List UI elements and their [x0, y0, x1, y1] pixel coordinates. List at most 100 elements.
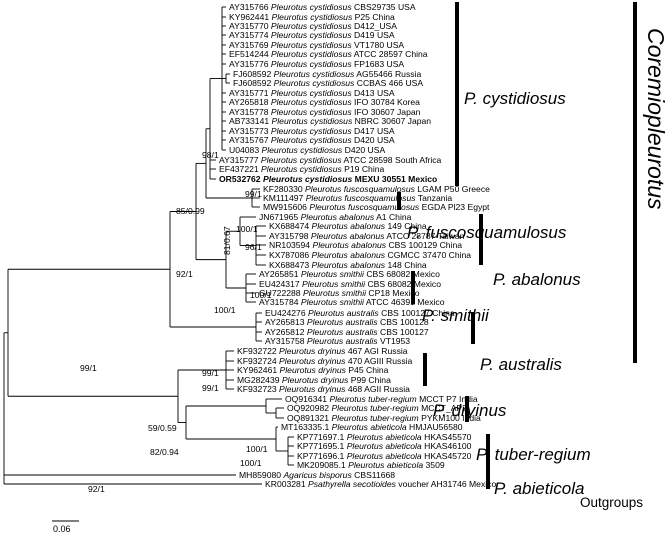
tip-strain: CBS 100127 China — [379, 308, 455, 318]
tip-strain: EGDA Pl23 Egypt — [419, 202, 490, 212]
tip-species: Pleurotus dryinus — [282, 375, 349, 385]
tip-accession: KF280330 — [263, 184, 305, 194]
tip-strain: MCCT P7 India — [417, 394, 478, 404]
clade-label-smithii: P. smithii — [422, 306, 490, 325]
tip-strain: CBS 68082 Mexico — [364, 269, 440, 279]
tip-accession: AB733141 — [229, 116, 272, 126]
tip-label: OQ916341 Pleurotus tuber-regium MCCT P7 … — [285, 394, 478, 404]
tip-accession: EU424317 — [259, 279, 302, 289]
tip-strain: D420 USA — [342, 145, 385, 155]
tip-label: AY315758 Pleurotus australis VT1953 — [265, 336, 410, 346]
scale-label: 0.06 — [53, 524, 71, 533]
tip-species: Pleurotus abalonus — [312, 250, 386, 260]
support-smithii: 100/1 — [250, 290, 272, 300]
tip-accession: AY315766 — [229, 2, 271, 12]
tip-strain: LGAM P50 Greece — [415, 184, 490, 194]
tip-species: Pleurotus fuscosquamulosus — [306, 193, 417, 203]
tip-label: OR532762 Pleurotus cystidiosus MEXU 3055… — [219, 174, 437, 184]
clade-label-abalonus: P. abalonus — [493, 270, 581, 289]
tip-accession: MH859080 — [239, 470, 283, 480]
tip-label: GU722288 Pleurotus smithii CP18 Mexico — [259, 288, 420, 298]
tip-species: Pleurotus abalonus — [301, 212, 375, 222]
tip-strain: ATCC 28598 South Africa — [342, 155, 442, 165]
tip-label: AY315771 Pleurotus cystidiosus D413 USA — [229, 88, 395, 98]
tip-strain: voucher AH31746 Mexico — [396, 479, 497, 489]
tip-strain: CGMCC 37470 China — [385, 250, 471, 260]
clade-label-tuber-regium: P. tuber-regium — [476, 445, 591, 464]
tip-accession: NR103594 — [269, 240, 312, 250]
tip-label: KF280330 Pleurotus fuscosquamulosus LGAM… — [263, 184, 490, 194]
tip-strain: VT1953 — [378, 336, 411, 346]
tip-accession: AY315776 — [229, 59, 271, 69]
tip-label: AY315778 Pleurotus cystidiosus IFO 30607… — [229, 107, 421, 117]
tip-label: AY315774 Pleurotus cystidiosus D419 USA — [229, 30, 395, 40]
tip-label: EF437221 Pleurotus cystidiosus P19 China — [219, 164, 385, 174]
tip-species: Pleurotus abalonus — [312, 240, 386, 250]
tip-species: Pleurotus fuscosquamulosus — [309, 202, 420, 212]
tip-strain: HKAS46100 — [422, 441, 472, 451]
tip-species: Pleurotus smithii — [301, 269, 365, 279]
tip-label: KY962441 Pleurotus cystidiosus P25 China — [229, 12, 395, 22]
bar-genus — [633, 2, 637, 363]
tip-species: Pleurotus cystidiosus — [271, 30, 352, 40]
bar-abieticola — [486, 434, 490, 489]
tip-label: OQ920982 Pleurotus tuber-regium MCCT_AP2 — [287, 403, 467, 413]
tip-label: KP771696.1 Pleurotus abieticola HKAS4572… — [297, 451, 472, 461]
tip-label: KR003281 Psathyrella secotioides voucher… — [265, 479, 496, 489]
tip-species: Pleurotus australis — [307, 327, 378, 337]
tip-strain: ATCC 28597 China — [352, 49, 428, 59]
tip-strain: 467 AGI Russia — [345, 346, 407, 356]
genus-label: Coremiopleurotus — [643, 28, 666, 210]
tip-label: KM111497 Pleurotus fuscosquamulosus Tanz… — [263, 193, 452, 203]
tip-accession: KR003281 — [265, 479, 308, 489]
tip-species: Pleurotus abieticola — [347, 441, 422, 451]
tip-label: EU424276 Pleurotus australis CBS 100127 … — [265, 308, 455, 318]
tip-species: Pleurotus abalonus — [312, 260, 386, 270]
clade-label-dryinus: P. dryinus — [433, 401, 507, 420]
tip-accession: KF932724 — [237, 356, 279, 366]
tip-label: OQ891321 Pleurotus tuber-regium PYKM100 … — [287, 413, 481, 423]
tip-accession: EF437221 — [219, 164, 261, 174]
support-ingroup: 99/1 — [80, 363, 97, 373]
tip-accession: KP771697.1 — [297, 432, 347, 442]
tip-label: AY315776 Pleurotus cystidiosus FP1683 US… — [229, 59, 404, 69]
tip-strain: VT1780 USA — [352, 40, 405, 50]
tip-label: KX688473 Pleurotus abalonus 148 China — [269, 260, 427, 270]
support-values: 98/199/185/0.99100/196/181/0.67100/192/1… — [80, 150, 272, 494]
tip-accession: AY315777 — [219, 155, 261, 165]
support-ta: 82/0.94 — [150, 447, 179, 457]
tip-accession: KF932723 — [237, 384, 279, 394]
tip-accession: OR532762 — [219, 174, 263, 184]
tip-accession: AY315771 — [229, 88, 271, 98]
tip-label: KF932724 Pleurotus dryinus 470 AGIII Rus… — [237, 356, 413, 366]
tip-accession: MW915606 — [263, 202, 309, 212]
tip-strain: CP18 Mexico — [366, 288, 420, 298]
tip-label: AY315777 Pleurotus cystidiosus ATCC 2859… — [219, 155, 442, 165]
tip-species: Pleurotus smithii — [301, 297, 365, 307]
tip-species: Pleurotus cystidiosus — [271, 21, 352, 31]
tip-strain: CBS 100128 — [378, 317, 429, 327]
tip-strain: ATCC 46391 Mexico — [364, 297, 445, 307]
tip-strain: MCCT_AP2 — [419, 403, 467, 413]
tip-species: Pleurotus abieticola — [332, 422, 407, 432]
tip-species: Pleurotus fuscosquamulosus — [305, 184, 416, 194]
tip-species: Pleurotus abieticola — [347, 451, 422, 461]
tip-strain: ATCC 28787 Taiwan — [384, 231, 464, 241]
tip-label: AY315766 Pleurotus cystidiosus CBS29735 … — [229, 2, 416, 12]
tip-strain: D412_USA — [352, 21, 398, 31]
tip-strain: HKAS45570 — [422, 432, 472, 442]
tip-accession: AY265851 — [259, 269, 301, 279]
tip-label: KP771697.1 Pleurotus abieticola HKAS4557… — [297, 432, 472, 442]
support-fuscosquamulosus: 99/1 — [245, 189, 262, 199]
tip-strain: NBRC 30607 Japan — [352, 116, 431, 126]
tip-strain: CCBAS 466 USA — [354, 78, 423, 88]
tree-branches — [3, 6, 294, 485]
tip-strain: FP1683 USA — [352, 59, 405, 69]
tip-strain: MEXU 30551 Mexico — [352, 174, 437, 184]
tip-species: Pleurotus smithii — [302, 279, 366, 289]
tip-species: Pleurotus australis — [307, 336, 378, 346]
bar-abalonus — [479, 214, 483, 265]
tip-accession: AY315774 — [229, 30, 271, 40]
tip-species: Pleurotus dryinus — [279, 346, 346, 356]
